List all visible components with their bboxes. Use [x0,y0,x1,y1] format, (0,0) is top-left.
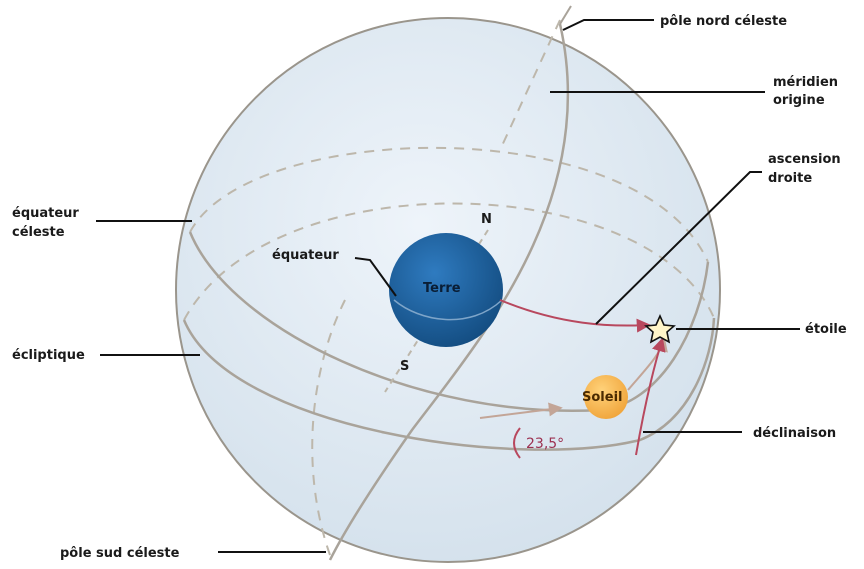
earth-equator [393,299,503,321]
ecliptic-direction-arrow [479,402,563,419]
celestial-axis [384,229,489,393]
celestial-equator [188,231,710,412]
label-north-celestial-pole: pôle nord céleste [660,14,787,29]
label-north: N [481,212,492,227]
sun [584,375,628,419]
label-earth: Terre [423,281,461,296]
ecliptic-back [183,202,715,321]
earth [389,233,503,347]
label-right-ascension-2: droite [768,171,812,186]
star-icon [644,314,676,344]
axis-top [559,5,572,25]
label-south: S [400,359,409,374]
declination-arrow [635,337,666,456]
label-equator: équateur [272,248,339,263]
label-sun: Soleil [582,390,622,405]
meridian-back [311,299,346,556]
right-ascension-arrow [499,299,651,333]
axis-back-dash [499,19,561,151]
prime-meridian [328,23,570,561]
leader-north-celestial-pole [562,19,654,31]
label-south-celestial-pole: pôle sud céleste [60,546,180,561]
label-star: étoile [805,322,847,337]
label-prime-meridian-2: origine [773,93,825,108]
leader-equator [354,257,397,297]
label-right-ascension-1: ascension [768,152,841,167]
label-celestial-equator-2: céleste [12,225,65,240]
leader-right-ascension [595,171,762,325]
label-declination: déclinaison [753,426,836,441]
label-ecliptic: écliptique [12,348,85,363]
label-celestial-equator-1: équateur [12,206,79,221]
label-angle: 23,5° [526,436,564,452]
ecliptic [182,317,716,451]
celestial-equator-back [189,146,709,263]
label-prime-meridian-1: méridien [773,75,838,90]
obliquity-angle-arc [513,427,521,459]
